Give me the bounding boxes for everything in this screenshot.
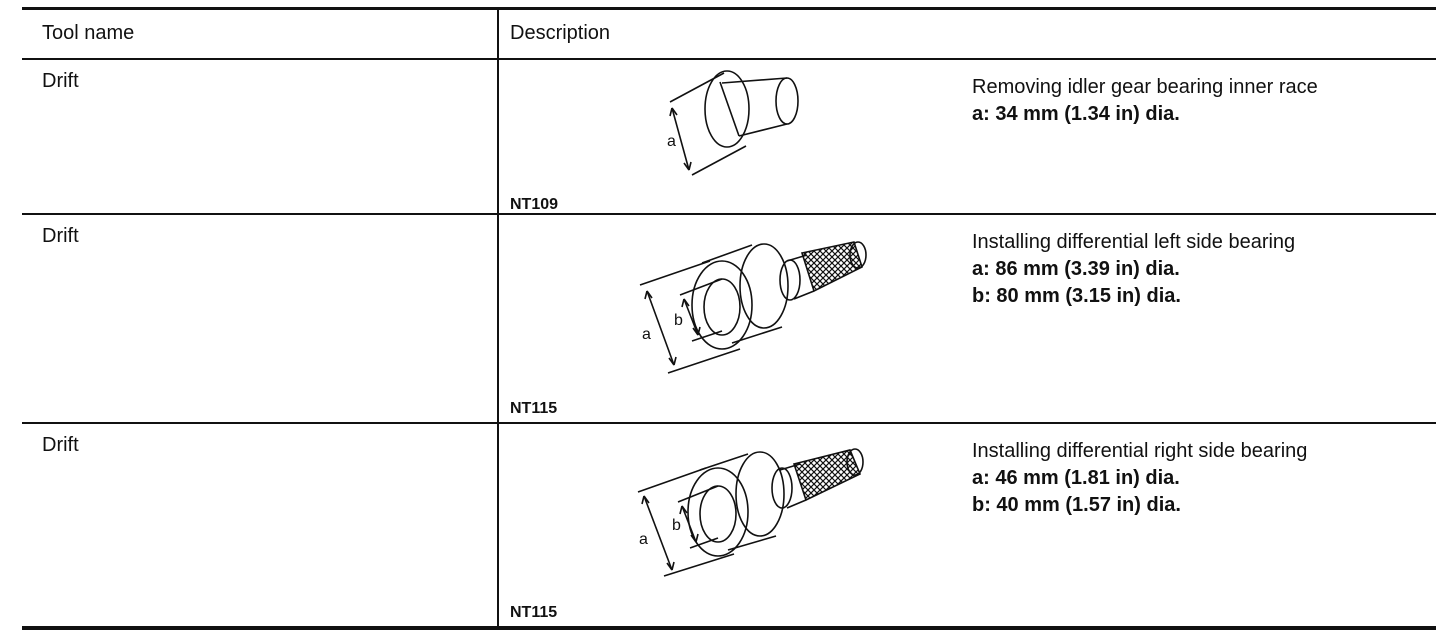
table-top-rule	[22, 7, 1436, 10]
row-divider	[22, 213, 1436, 215]
illustration-code: NT115	[510, 604, 558, 621]
description-title: Removing idler gear bearing inner race	[972, 76, 1318, 98]
dimension-spec: a: 34 mm (1.34 in) dia.	[972, 103, 1180, 125]
dimension-spec: a: 86 mm (3.39 in) dia.	[972, 258, 1180, 280]
table-bottom-rule	[22, 626, 1436, 630]
dimension-spec: b: 40 mm (1.57 in) dia.	[972, 494, 1181, 516]
drift-illustration-nt109: a	[667, 70, 799, 176]
description-title: Installing differential left side bearin…	[972, 231, 1296, 253]
drift-illustration-nt115-right: a b	[637, 448, 864, 577]
description: Installing differential left side bearin…	[972, 229, 1295, 310]
table-row: Drift a NT109 Removing idler gear bearin…	[22, 60, 1436, 213]
illustration-code: NT115	[510, 400, 558, 417]
dimension-label-b: b	[674, 312, 683, 329]
row-divider	[22, 422, 1436, 424]
column-divider	[497, 10, 499, 626]
column-header-tool-name: Tool name	[42, 22, 135, 44]
description-title: Installing differential right side beari…	[972, 440, 1308, 462]
dimension-label-b: b	[672, 517, 681, 534]
table-header-rule	[22, 58, 1436, 60]
table-row: Drift	[22, 215, 1436, 422]
tool-name: Drift	[42, 434, 79, 456]
dimension-label-a: a	[639, 531, 648, 548]
drift-illustration-nt115-left: a b	[639, 241, 867, 374]
illustration-code: NT109	[510, 196, 559, 213]
dimension-spec: b: 80 mm (3.15 in) dia.	[972, 285, 1181, 307]
dimension-spec: a: 46 mm (1.81 in) dia.	[972, 467, 1180, 489]
description: Removing idler gear bearing inner race a…	[972, 74, 1318, 128]
dimension-label-a: a	[642, 326, 651, 343]
tool-name: Drift	[42, 70, 79, 92]
table-row: Drift a	[22, 424, 1436, 626]
tool-name: Drift	[42, 225, 79, 247]
dimension-label-a: a	[667, 133, 676, 150]
column-header-description: Description	[510, 22, 611, 44]
description: Installing differential right side beari…	[972, 438, 1307, 519]
